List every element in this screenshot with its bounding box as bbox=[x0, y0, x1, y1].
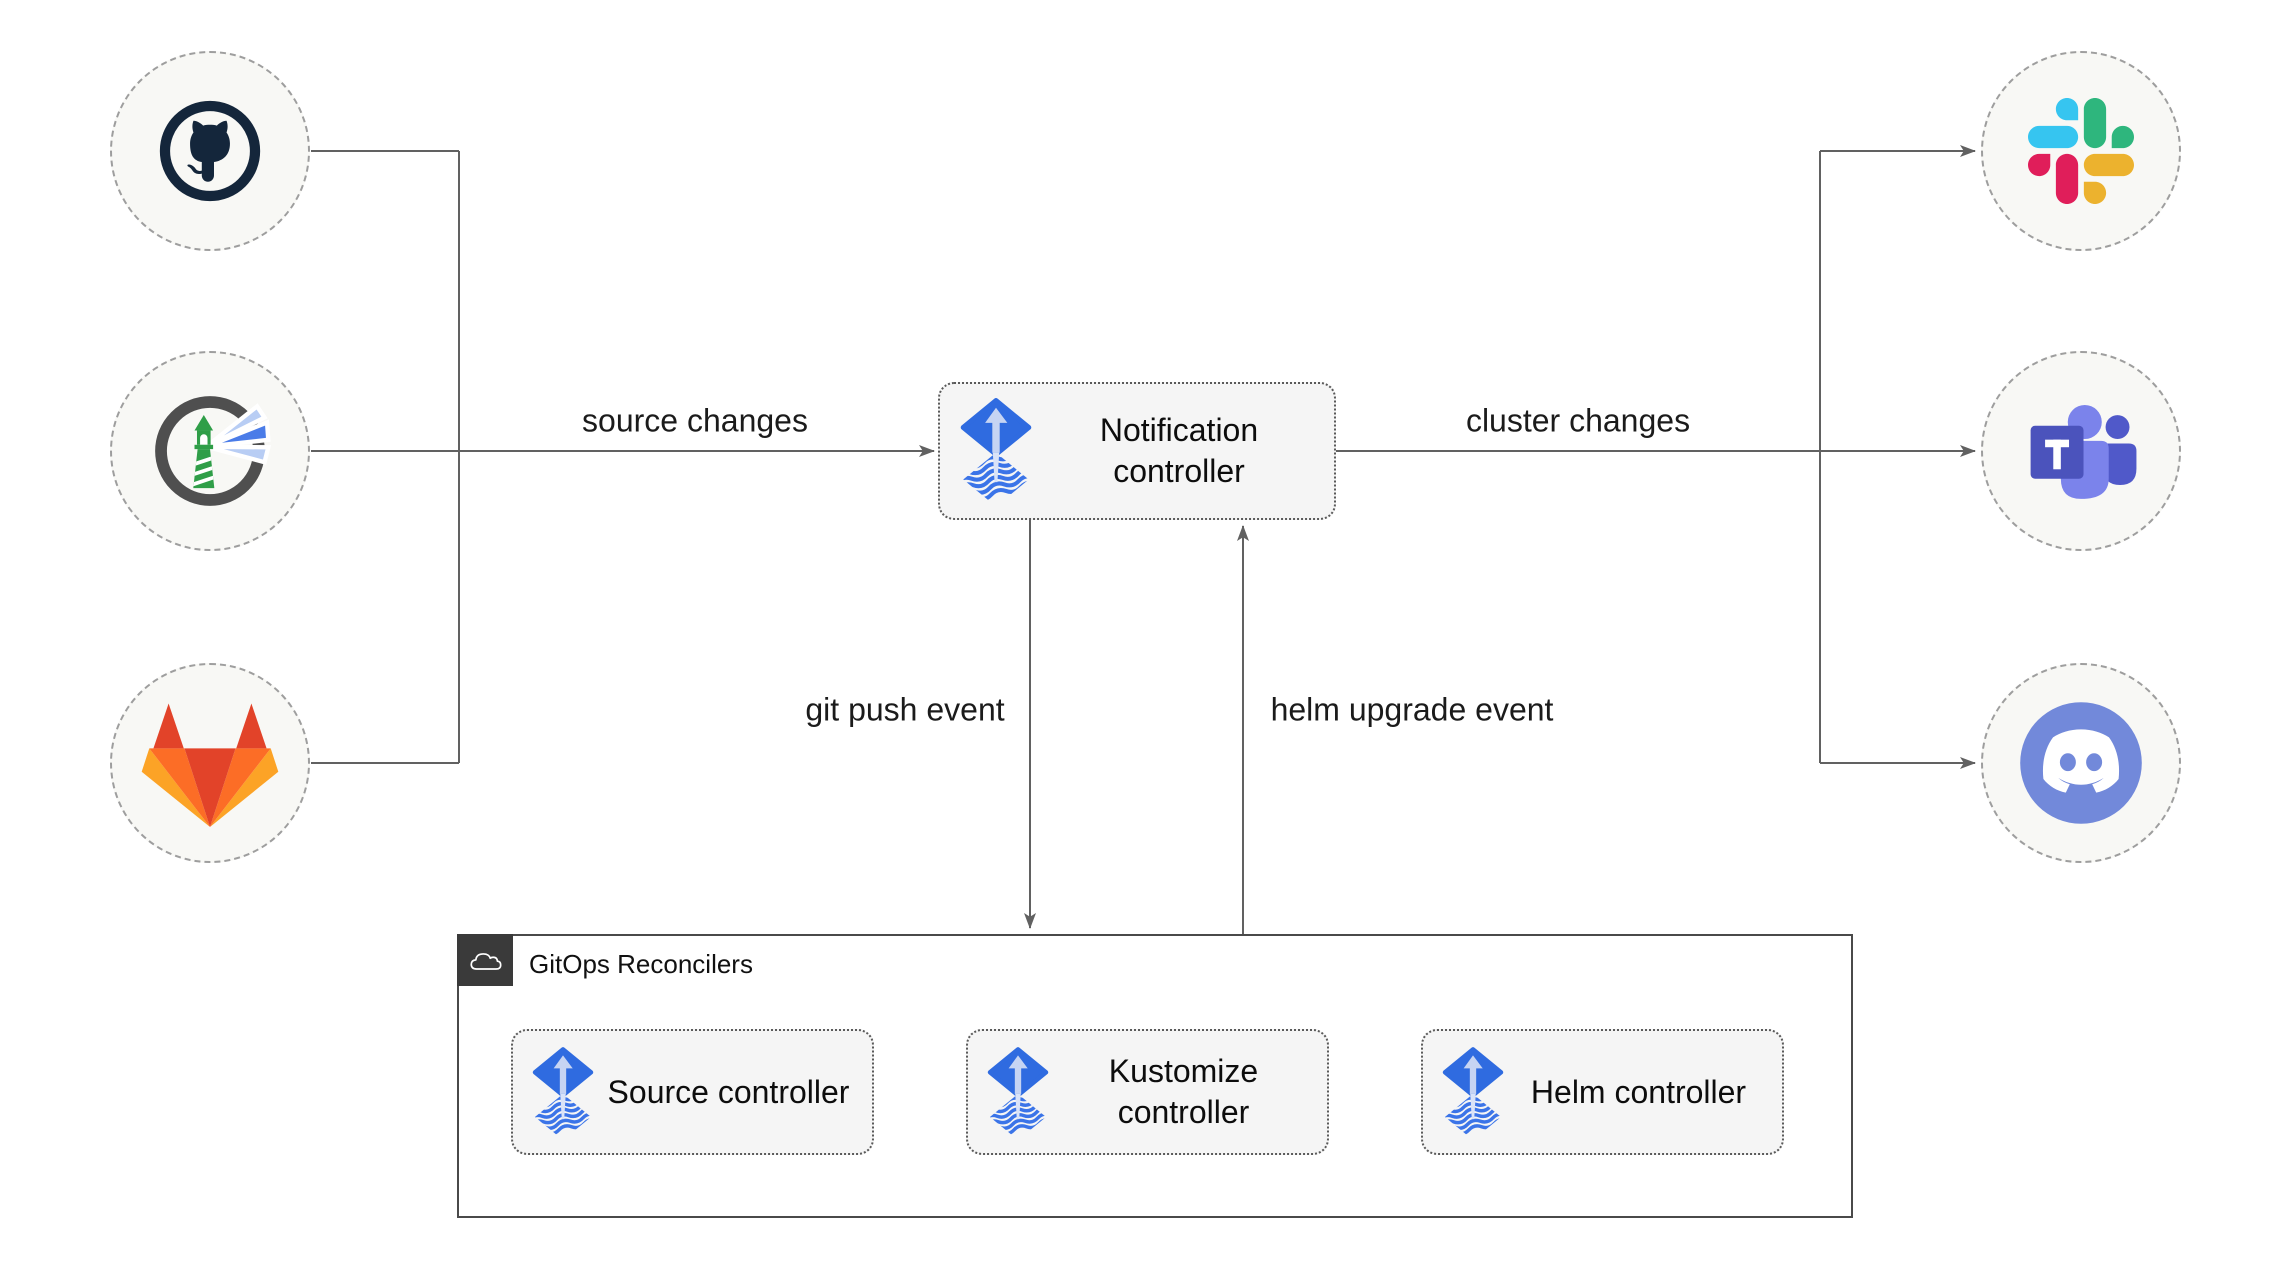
group-gitops-reconcilers: GitOps Reconcilers Source controller Kus… bbox=[457, 934, 1853, 1218]
group-header bbox=[457, 934, 513, 986]
cloud-icon bbox=[468, 947, 502, 974]
node-notification-controller: Notification controller bbox=[938, 382, 1336, 520]
edge-label-source-changes: source changes bbox=[578, 402, 812, 440]
discord-icon bbox=[2001, 683, 2161, 843]
github-icon bbox=[153, 94, 267, 208]
flux-icon bbox=[982, 1046, 1054, 1139]
node-kustomize-controller: Kustomize controller bbox=[966, 1029, 1329, 1155]
gitlab-icon bbox=[141, 700, 279, 827]
node-label: Notification controller bbox=[1099, 412, 1259, 489]
edge-label-cluster-changes: cluster changes bbox=[1461, 402, 1695, 440]
teams-icon bbox=[2018, 388, 2144, 514]
edge-label-git-push-event: git push event bbox=[801, 691, 1009, 729]
endpoint-harbor bbox=[110, 351, 310, 551]
endpoint-discord bbox=[1981, 663, 2181, 863]
node-source-controller: Source controller bbox=[511, 1029, 874, 1155]
endpoint-github bbox=[110, 51, 310, 251]
harbor-icon bbox=[148, 389, 272, 513]
node-label: Helm controller bbox=[1530, 1073, 1747, 1110]
flux-icon bbox=[1437, 1046, 1509, 1139]
endpoint-slack bbox=[1981, 51, 2181, 251]
slack-icon bbox=[2028, 98, 2134, 204]
node-label: Source controller bbox=[607, 1073, 850, 1110]
flux-icon bbox=[527, 1046, 599, 1139]
endpoint-teams bbox=[1981, 351, 2181, 551]
flux-icon bbox=[954, 397, 1038, 505]
edge-label-helm-upgrade-event: helm upgrade event bbox=[1266, 691, 1558, 729]
group-title: GitOps Reconcilers bbox=[529, 949, 753, 979]
node-helm-controller: Helm controller bbox=[1421, 1029, 1784, 1155]
node-label: Kustomize controller bbox=[1108, 1053, 1259, 1130]
endpoint-gitlab bbox=[110, 663, 310, 863]
